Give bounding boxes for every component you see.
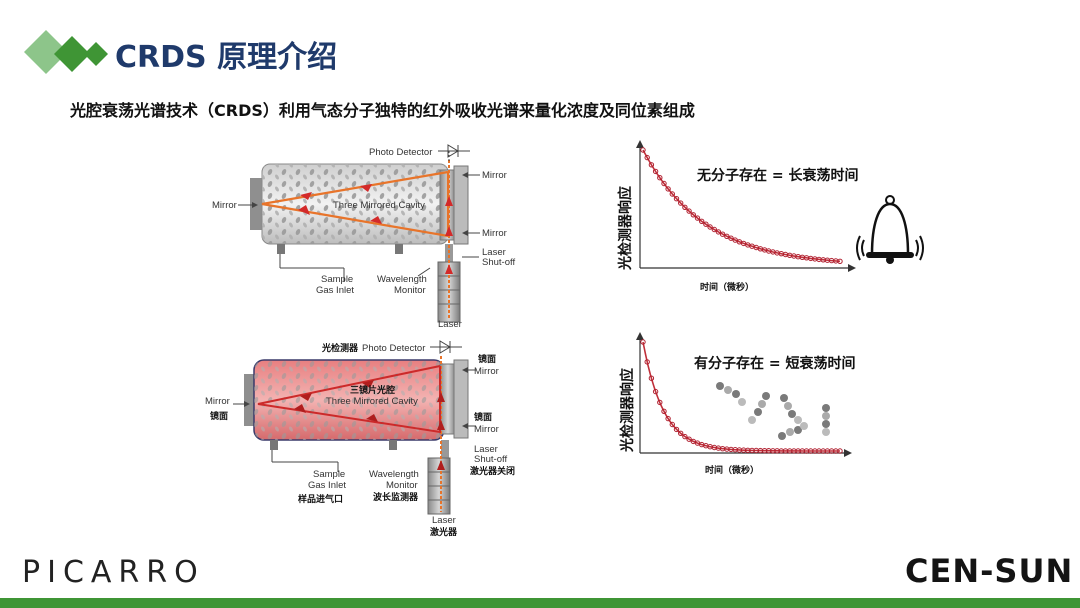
decay-point xyxy=(640,147,646,153)
label-mirror-bottom-b: Mirror xyxy=(474,424,499,435)
label-mirror-top-cn: 镜面 xyxy=(478,353,496,365)
label-mirror-bottom-cn: 镜面 xyxy=(474,411,492,423)
label-sample-2: Gas Inlet xyxy=(316,285,354,296)
decay-point xyxy=(669,421,675,428)
label-laser-b: Laser xyxy=(432,515,456,526)
label-mirror-left: Mirror xyxy=(212,200,237,211)
decay-point xyxy=(661,180,667,187)
label-laser-cn: 激光器 xyxy=(430,526,458,538)
bottom-plot-caption: 有分子存在 = 短衰荡时间 xyxy=(694,355,855,372)
label-laser-shutoff-2-b: Shut-off xyxy=(474,454,507,465)
label-laser-shutoff-2: Shut-off xyxy=(482,257,515,268)
decay-point xyxy=(657,399,663,406)
short-decay-points xyxy=(640,339,843,454)
label-laser: Laser xyxy=(438,319,462,330)
molecules-icon xyxy=(716,382,830,440)
bottom-plot-ylabel: 光检测器响应 xyxy=(619,368,636,453)
decay-point xyxy=(669,191,675,197)
decay-point xyxy=(719,231,726,237)
decay-point xyxy=(673,426,680,433)
decay-point xyxy=(678,200,684,206)
censun-logo: CEN-SUN xyxy=(905,552,1074,590)
decay-point xyxy=(728,235,734,241)
top-decay-plot: 光检测器响应 时间（微秒） 无分子存在 = 长衰荡时间 xyxy=(617,140,924,293)
long-decay-points xyxy=(640,147,843,264)
decay-point xyxy=(682,204,688,211)
decay-point xyxy=(648,375,655,381)
label-cavity-b: Three Mirrored Cavity xyxy=(326,396,418,407)
decay-point xyxy=(724,233,730,240)
decay-point xyxy=(661,408,667,414)
decay-point xyxy=(678,430,684,436)
page-title: CRDS 原理介绍 xyxy=(115,40,338,75)
label-photo-detector: Photo Detector xyxy=(369,147,432,158)
footer-bar xyxy=(0,598,1080,608)
top-plot-xlabel: 时间（微秒） xyxy=(700,281,754,293)
decay-point xyxy=(665,186,671,192)
decay-point xyxy=(644,154,650,161)
decay-point xyxy=(644,359,650,365)
decay-point xyxy=(673,196,680,202)
label-mirror-top-b: Mirror xyxy=(474,366,499,377)
label-photo-detector-cn: 光检测器 xyxy=(321,342,359,354)
label-sample-1: Sample xyxy=(321,274,353,285)
bell-icon xyxy=(856,195,924,264)
label-mirror-bottom: Mirror xyxy=(482,228,507,239)
bottom-decay-plot: 光检测器响应 时间（微秒） 有分子存在 = 短衰荡时间 xyxy=(619,332,855,476)
decay-point xyxy=(837,448,843,454)
bottom-cavity-diagram: 光检测器 Photo Detector 镜面 Mirror Mirror 镜面 … xyxy=(205,340,515,538)
label-mirror-left-b: Mirror xyxy=(205,396,230,407)
top-plot-caption: 无分子存在 = 长衰荡时间 xyxy=(696,167,858,184)
decay-point xyxy=(657,175,663,181)
crds-diagram: Photo Detector Mirror Mirror Three Mirro… xyxy=(205,140,924,538)
label-wavelength-2: Monitor xyxy=(394,285,426,296)
label-laser-shutoff-cn: 激光器关闭 xyxy=(470,465,515,477)
decay-point xyxy=(707,224,713,230)
decay-point xyxy=(682,433,688,440)
label-wavelength-1-b: Wavelength xyxy=(369,469,419,480)
page-subtitle: 光腔衰荡光谱技术（CRDS）利用气态分子独特的红外吸收光谱来量化浓度及同位素组成 xyxy=(70,101,695,120)
decay-point xyxy=(686,436,692,442)
decay-point xyxy=(652,388,659,395)
picarro-logo: PICARRO xyxy=(22,555,205,590)
label-sample-cn: 样品进气口 xyxy=(298,493,343,505)
bottom-plot-xlabel: 时间（微秒） xyxy=(705,464,759,476)
decay-point xyxy=(665,415,671,422)
label-sample-1-b: Sample xyxy=(313,469,345,480)
label-wavelength-1: Wavelength xyxy=(377,274,427,285)
decay-point xyxy=(699,218,705,225)
label-cavity-cn: 三镜片光腔 xyxy=(350,384,395,396)
top-cavity-diagram: Photo Detector Mirror Mirror Three Mirro… xyxy=(212,144,515,330)
header-logo-mark xyxy=(24,30,108,74)
decay-point xyxy=(686,208,692,214)
label-wavelength-cn: 波长监测器 xyxy=(373,491,419,503)
label-wavelength-2-b: Monitor xyxy=(386,480,418,491)
label-mirror-left-cn: 镜面 xyxy=(210,410,228,422)
label-mirror-top: Mirror xyxy=(482,170,507,181)
decay-point xyxy=(711,226,717,233)
label-photo-detector-b: Photo Detector xyxy=(362,343,425,354)
decay-point xyxy=(715,229,722,235)
decay-point xyxy=(703,221,709,227)
label-laser-shutoff-1: Laser xyxy=(482,247,506,258)
label-laser-shutoff-1-b: Laser xyxy=(474,444,498,455)
decay-point xyxy=(648,162,655,168)
label-sample-2-b: Gas Inlet xyxy=(308,480,346,491)
decay-point xyxy=(837,258,843,264)
decay-point xyxy=(652,168,659,175)
label-cavity: Three Mirrored Cavity xyxy=(333,200,425,211)
decay-point xyxy=(690,212,696,218)
decay-point xyxy=(694,215,701,221)
top-plot-ylabel: 光检测器响应 xyxy=(617,186,634,271)
decay-point xyxy=(640,339,646,345)
